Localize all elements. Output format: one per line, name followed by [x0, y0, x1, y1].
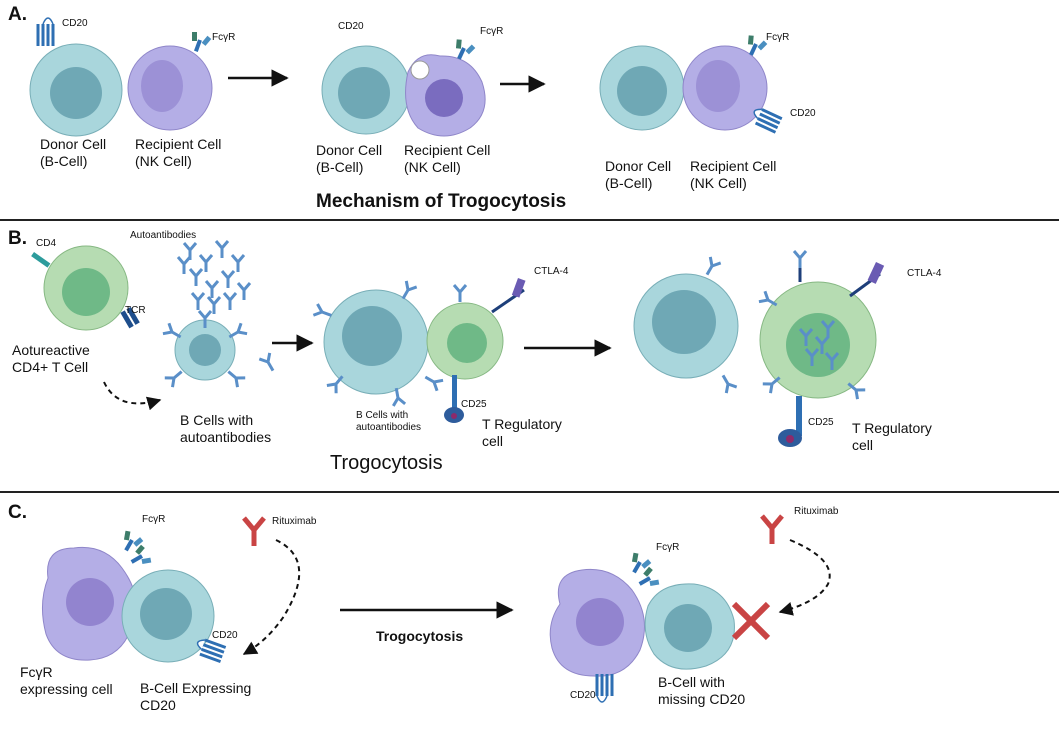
b-cells-label: B Cells with autoantibodies [180, 412, 272, 445]
panel-b-b-cell-small [161, 309, 280, 389]
panel-a-donor-cell [29, 16, 123, 137]
cd20-label: CD20 [338, 21, 364, 32]
autoantibody-cloud [176, 239, 252, 316]
panel-b-label: B. [8, 228, 27, 249]
fcgr-label: FcγR [656, 542, 680, 553]
fcgr-label: FcγR [480, 26, 504, 37]
panel-a-final-cells [599, 33, 784, 134]
rituximab-antibody-1 [244, 518, 264, 546]
cd20-label: CD20 [62, 18, 88, 29]
dashed-arrow-c2 [778, 539, 831, 616]
fcgr-label: FcγR [142, 514, 166, 525]
b-cell-missing-label: B-Cell with missing CD20 [658, 674, 746, 707]
cd25-label: CD25 [461, 399, 487, 410]
treg-label: T Regulatory cell [482, 416, 562, 449]
recipient-cell-label: Recipient Cell (NK Cell) [135, 136, 222, 169]
ctla4-label: CTLA-4 [534, 266, 569, 277]
panel-c-nk-cell [42, 529, 153, 661]
recipient-cell-label: Recipient Cell (NK Cell) [690, 158, 777, 191]
ctla4-label: CTLA-4 [907, 268, 942, 279]
panel-b-final-cells [633, 249, 885, 447]
rituximab-label: Rituximab [272, 516, 317, 527]
rituximab-antibody-2 [762, 516, 782, 544]
donor-cell-label: Donor Cell (B-Cell) [40, 136, 107, 169]
recipient-cell-label: Recipient Cell (NK Cell) [404, 142, 491, 175]
panel-c-final-nk-cell [549, 551, 661, 704]
cd20-label: CD20 [570, 690, 596, 701]
cd20-label: CD20 [790, 108, 816, 119]
dashed-arrow-c1 [242, 539, 301, 655]
donor-cell-label: Donor Cell (B-Cell) [316, 142, 383, 175]
panel-a-contact-cells [321, 37, 486, 137]
panel-a-title: Mechanism of Trogocytosis [316, 191, 567, 212]
treg-label: T Regulatory cell [852, 420, 932, 453]
block-x-icon [731, 601, 771, 641]
b-cell-expressing-label: B-Cell Expressing CD20 [140, 680, 252, 713]
autoreactive-t-cell-label: Aotureactive CD4+ T Cell [12, 342, 90, 375]
panel-b-cd4-t-cell [31, 245, 140, 331]
autoantibodies-label: Autoantibodies [130, 230, 197, 241]
cd20-label: CD20 [212, 630, 238, 641]
cd4-label: CD4 [36, 238, 57, 249]
donor-cell-label: Donor Cell (B-Cell) [605, 158, 672, 191]
cd25-label: CD25 [808, 417, 834, 428]
panel-b-contact-cells [311, 278, 526, 423]
dashed-arrow-b [103, 381, 162, 411]
tcr-label: TCR [125, 305, 146, 316]
panel-a-recipient-cell [127, 30, 213, 131]
fcgr-label: FcγR [212, 32, 236, 43]
panel-c-final-b-cell [644, 583, 735, 670]
fcgr-label: FcγR [766, 32, 790, 43]
trogocytosis-label-c: Trogocytosis [376, 628, 464, 644]
panel-a-label: A. [8, 4, 27, 25]
fcgr-cell-label: FcγR expressing cell [20, 664, 113, 697]
trogocytosis-label-b: Trogocytosis [330, 452, 443, 474]
panel-c-label: C. [8, 502, 27, 523]
b-cells-small-label: B Cells with autoantibodies [356, 410, 422, 433]
panel-c-b-cell [121, 569, 228, 664]
rituximab-label: Rituximab [794, 506, 839, 517]
